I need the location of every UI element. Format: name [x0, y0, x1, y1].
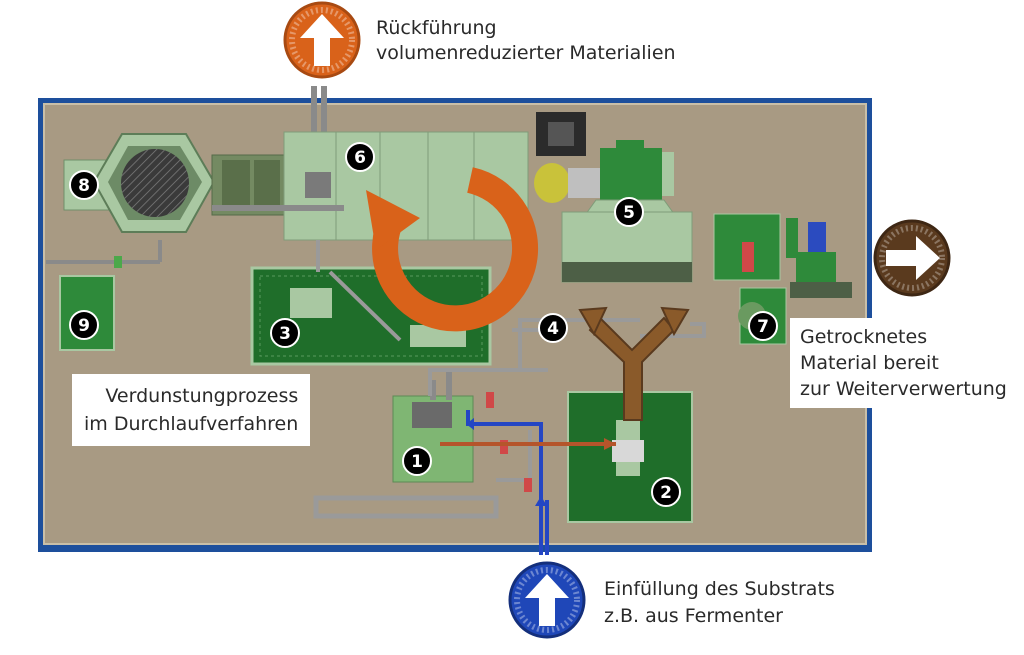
output-arrow-right-icon [873, 219, 951, 297]
exhaust-pipes [311, 86, 327, 136]
marker-2: 2 [651, 477, 681, 507]
marker-9: 9 [69, 310, 99, 340]
marker-3: 3 [270, 318, 300, 348]
module-3-evaporator [250, 240, 492, 366]
svg-text:4: 4 [547, 319, 559, 339]
marker-8: 8 [69, 170, 99, 200]
svg-text:7: 7 [757, 317, 769, 337]
svg-text:2: 2 [660, 483, 672, 503]
svg-text:6: 6 [354, 148, 366, 168]
recycle-circular-arrow-icon [366, 167, 539, 332]
label-return: Rückführung volumenreduzierter Materiali… [376, 17, 676, 64]
svg-text:3: 3 [279, 324, 291, 344]
split-y-arrow-icon [578, 306, 690, 421]
red-valves [486, 392, 532, 492]
label-evaporation: Verdunstungprozess im Durchlaufverfahren [72, 374, 311, 446]
substrate-feed-pipe [466, 410, 549, 555]
label-fill-substrate: Einfüllung des Substrats z.B. aus Fermen… [604, 578, 835, 627]
marker-1: 1 [402, 446, 432, 476]
label-dried-material: Getrocknetes Material bereit zur Weiterv… [790, 318, 1017, 408]
svg-text:8: 8 [78, 176, 90, 196]
svg-text:5: 5 [623, 203, 635, 223]
marker-6: 6 [345, 142, 375, 172]
input-arrow-up-icon [508, 561, 586, 639]
marker-7: 7 [748, 311, 778, 341]
svg-text:1: 1 [411, 452, 423, 472]
svg-text:9: 9 [78, 316, 90, 336]
marker-4: 4 [538, 313, 568, 343]
return-arrow-up-icon [283, 1, 361, 79]
marker-5: 5 [614, 197, 644, 227]
component-markers: 1 2 3 4 5 6 7 8 9 [69, 142, 778, 507]
